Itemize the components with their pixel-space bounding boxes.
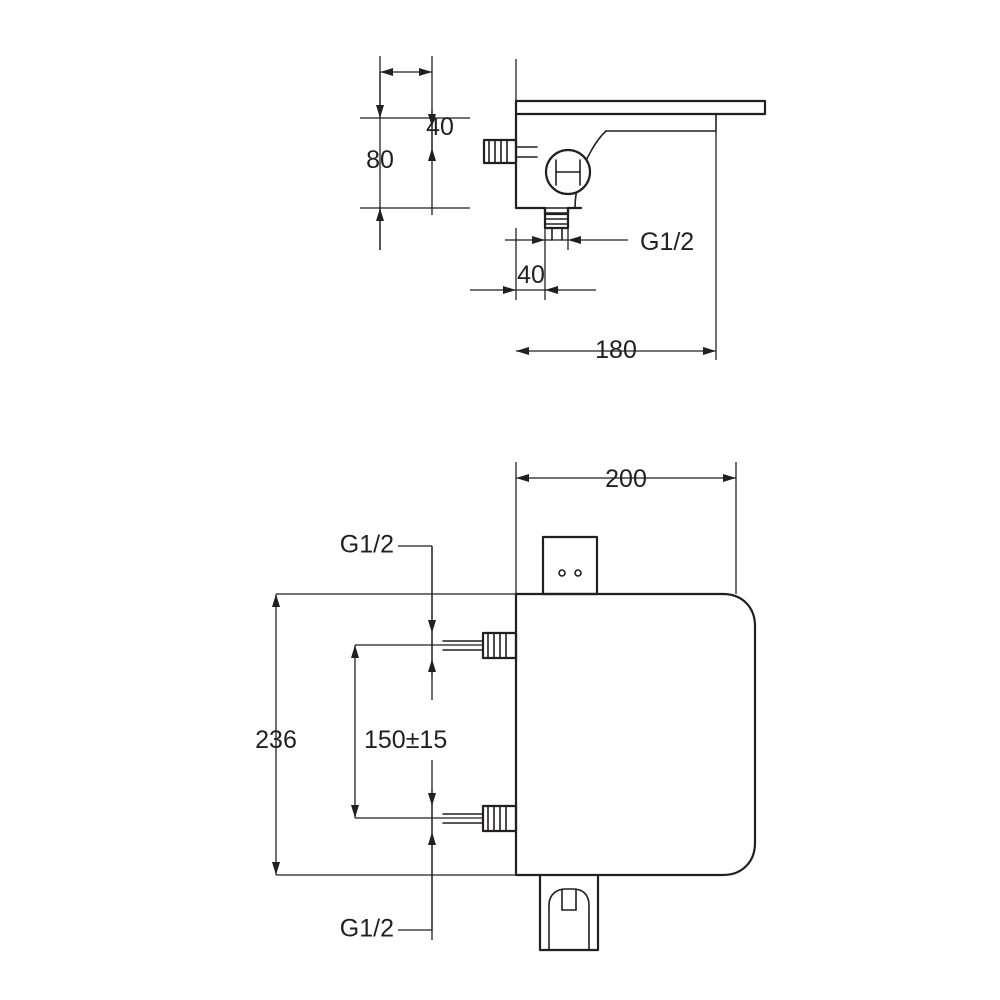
dim-40-bottom: 40	[470, 261, 596, 294]
bottom-bracket	[538, 873, 600, 952]
control-knob	[544, 148, 592, 196]
dim-236: 236	[255, 594, 297, 875]
dim-40-top: 40	[380, 68, 454, 161]
dim-180: 180	[516, 336, 716, 364]
outlet-connector-bottom	[543, 206, 570, 241]
inlet-connector-lower	[442, 804, 518, 833]
top-view-group: 80 40 G1/2 40	[360, 56, 767, 364]
mixer-body-front	[514, 592, 757, 877]
shelf-plate	[514, 99, 767, 132]
dim-80: 80	[360, 72, 470, 250]
inlet-connector-upper	[442, 631, 518, 660]
dim-80-label: 80	[366, 146, 394, 174]
dim-236-label: 236	[255, 726, 297, 754]
front-view-group: 200 236 150±15 G1/2	[255, 462, 757, 952]
dim-150: 150±15	[351, 645, 447, 818]
callout-g12-lower: G1/2	[340, 790, 436, 943]
callout-g12-upper: G1/2	[340, 531, 436, 676]
inlet-connector-left	[482, 138, 538, 165]
callout-g12-lower-label: G1/2	[340, 915, 394, 943]
callout-g12-top-label: G1/2	[640, 228, 694, 256]
dim-40-bottom-label: 40	[517, 261, 545, 289]
callout-g12-top: G1/2	[505, 228, 694, 256]
callout-g12-upper-label: G1/2	[340, 531, 394, 559]
dim-200: 200	[516, 465, 736, 493]
dim-180-label: 180	[595, 336, 637, 364]
top-stub	[541, 535, 599, 596]
dim-200-label: 200	[605, 465, 647, 493]
dim-40-top-label: 40	[426, 113, 454, 141]
dim-150-label: 150±15	[364, 726, 447, 754]
